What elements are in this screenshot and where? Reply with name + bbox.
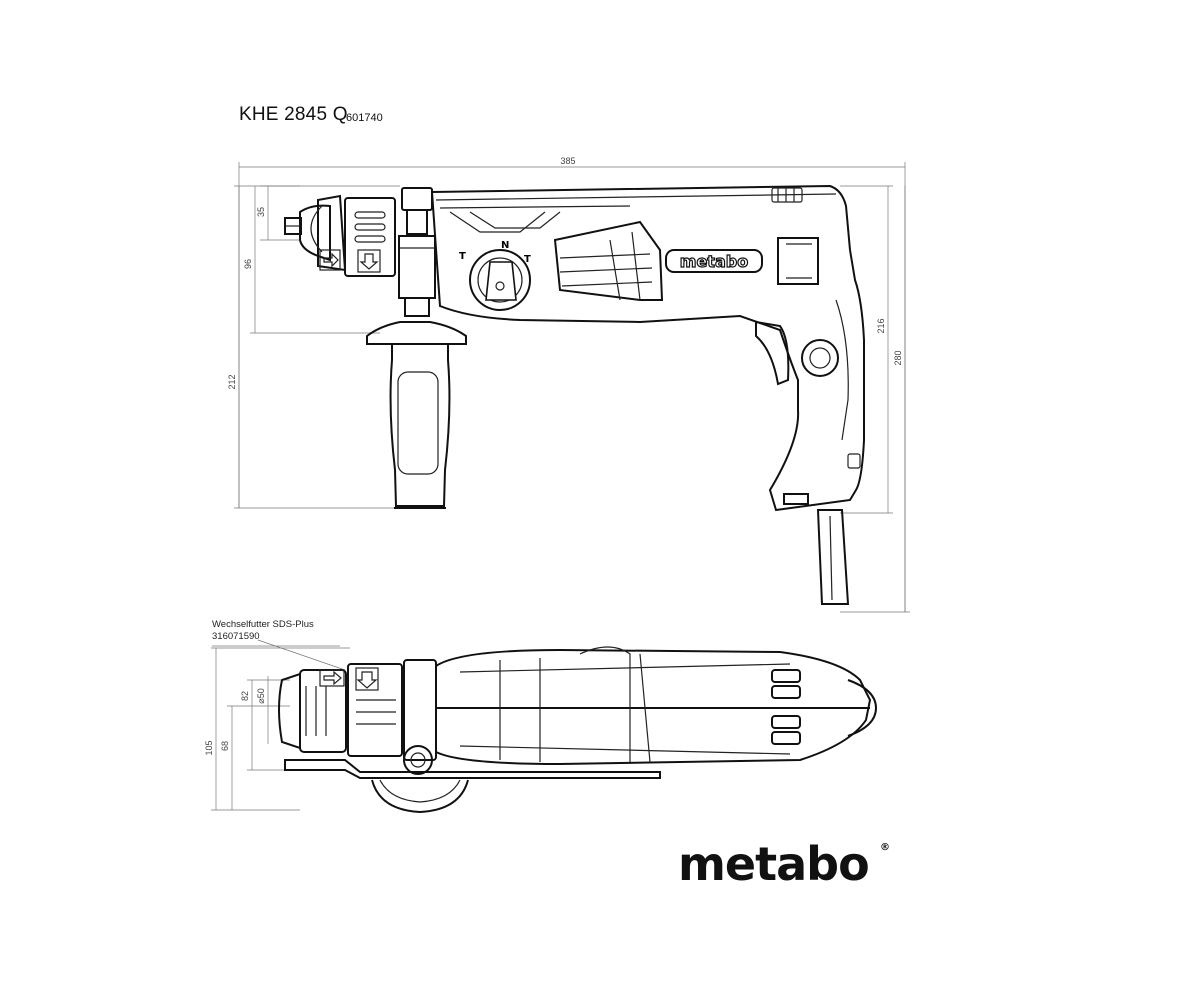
brand-wordmark: metabo (678, 837, 869, 891)
dim-280: 280 (893, 350, 903, 365)
dim-68: 68 (220, 741, 230, 751)
mode-label-drill: T (459, 251, 466, 262)
dim-385: 385 (560, 156, 575, 166)
chuck-note: Wechselfutter SDS-Plus 316071590 (212, 619, 314, 643)
dim-212: 212 (227, 374, 237, 389)
model-title: KHE 2845 Q (239, 104, 348, 125)
article-number: 601740 (346, 112, 383, 124)
brand-registered-mark: ® (880, 842, 890, 853)
dimension-lines-top (211, 639, 350, 811)
body-brand: metabo (680, 252, 748, 271)
dim-diameter-50: ⌀50 (256, 688, 266, 703)
mode-label-neutral: N (501, 240, 509, 251)
dim-82: 82 (240, 691, 250, 701)
chuck-note-name: Wechselfutter SDS-Plus (212, 619, 314, 630)
dimension-lines-side (234, 162, 910, 613)
top-view-drill (278, 646, 878, 814)
side-view-drill: T N T metabo (284, 184, 865, 605)
dim-35: 35 (256, 207, 266, 217)
chuck-note-part-number: 316071590 (212, 631, 260, 642)
brand-logo: metabo ® (678, 837, 890, 891)
dim-105: 105 (204, 740, 214, 755)
mode-label-hammer: T (524, 254, 531, 265)
dim-216: 216 (876, 318, 886, 333)
dim-96: 96 (243, 259, 253, 269)
